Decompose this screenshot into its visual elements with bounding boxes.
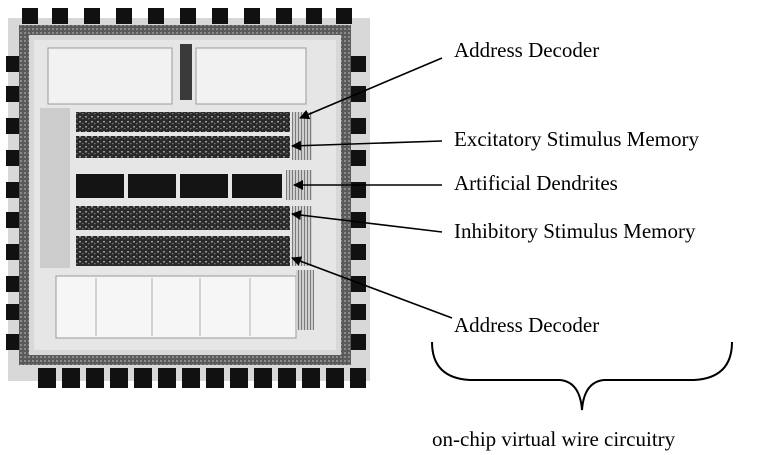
label-excitatory-stimulus-memory: Excitatory Stimulus Memory [454,127,699,151]
label-address-decoder-top: Address Decoder [454,38,599,62]
left-routing-column [40,108,70,268]
top-vertical-bus [180,44,192,100]
excitatory-memory-array-2 [76,136,290,158]
excitatory-memory-array-1 [76,112,290,132]
caption-on-chip-virtual-wire: on-chip virtual wire circuitry [432,427,676,451]
top-address-decoder-block [48,48,172,104]
top-right-block [196,48,306,104]
label-inhibitory-stimulus-memory: Inhibitory Stimulus Memory [454,219,696,243]
bottom-right-column [296,270,314,330]
inhibitory-memory-array-1 [76,206,290,230]
excitatory-decoder-strip [292,112,312,160]
chip-micrograph [6,8,370,388]
curly-brace [432,342,732,410]
inhibitory-memory-array-2 [76,236,290,266]
bottom-address-decoder-block [56,276,296,338]
label-artificial-dendrites: Artificial Dendrites [454,171,618,195]
label-address-decoder-bottom: Address Decoder [454,313,599,337]
